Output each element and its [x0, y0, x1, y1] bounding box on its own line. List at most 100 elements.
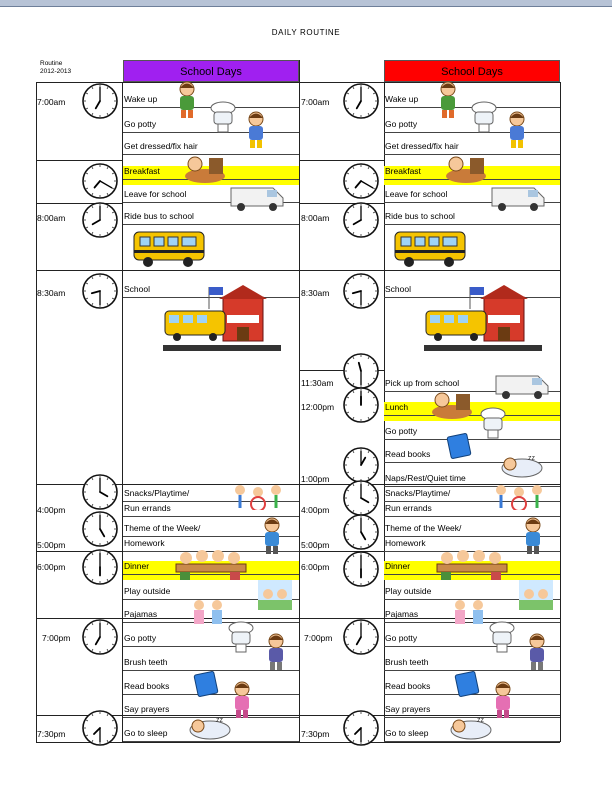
- clock-icon: [82, 619, 118, 660]
- clock-tick: [106, 192, 109, 196]
- pajamas-image: [190, 598, 226, 626]
- table-vertical-line: [299, 60, 300, 742]
- activity-underline: [384, 574, 560, 575]
- clock-tick: [346, 456, 350, 459]
- routine-label: Routine 2012-2013: [40, 60, 71, 76]
- clock-tick: [106, 477, 109, 481]
- activity-label: School: [124, 284, 150, 294]
- activity-label: Dinner: [385, 561, 411, 571]
- left-column-header: School Days: [123, 60, 299, 82]
- activity-label: Get dressed/fix hair: [124, 141, 198, 151]
- clock-tick: [352, 112, 355, 116]
- clock-tick: [106, 648, 109, 652]
- activity-label: Go potty: [124, 119, 157, 129]
- clock-tick: [346, 377, 350, 380]
- clock-tick: [106, 166, 109, 170]
- table-horizontal-line: [36, 715, 560, 716]
- time-label: 8:30am: [301, 288, 330, 298]
- clock-hour-hand: [99, 528, 106, 538]
- toilet-image: [478, 404, 508, 440]
- clock-tick: [352, 483, 355, 487]
- right-column-header: School Days: [384, 60, 560, 82]
- clock-tick: [352, 713, 355, 717]
- school-building-image: [163, 285, 283, 353]
- van-image: [494, 366, 550, 400]
- clock-icon: [343, 619, 379, 660]
- clock-hour-hand: [355, 636, 362, 646]
- clock-tick: [85, 558, 89, 561]
- clock-tick: [85, 734, 89, 737]
- clock-icon: [343, 273, 379, 314]
- clock-tick: [85, 498, 89, 501]
- clock-hour-hand: [352, 219, 362, 226]
- clock-tick: [352, 192, 355, 196]
- clock-tick: [346, 471, 350, 474]
- activity-underline: [384, 741, 560, 742]
- activity-underline: [384, 599, 560, 600]
- activity-label: Ride bus to school: [124, 211, 194, 221]
- table-horizontal-line: [36, 742, 560, 743]
- table-vertical-line: [36, 82, 37, 742]
- time-label: 1:00pm: [301, 474, 330, 484]
- clock-tick: [346, 396, 350, 399]
- time-label: 7:30pm: [301, 729, 330, 739]
- activity-underline: [123, 646, 299, 647]
- activity-underline: [384, 622, 560, 623]
- child-praying-image: [230, 680, 256, 720]
- nap-time-image: zz: [500, 452, 544, 478]
- clock-tick: [352, 416, 355, 420]
- book-image: [454, 670, 482, 698]
- activity-underline: [123, 622, 299, 623]
- clock-icon: [343, 447, 379, 488]
- activity-label: Leave for school: [124, 189, 187, 199]
- clock-tick: [111, 226, 115, 229]
- clock-tick: [367, 302, 370, 306]
- time-label: 12:00pm: [301, 402, 335, 412]
- clock-tick: [85, 107, 89, 110]
- clock-tick: [367, 390, 370, 394]
- activity-label: Run errands: [124, 503, 171, 513]
- activity-underline: [384, 646, 560, 647]
- clock-tick: [106, 86, 109, 90]
- child-brushing-teeth-image: [525, 632, 551, 672]
- clock-tick: [352, 509, 355, 513]
- activity-label: Go potty: [124, 633, 157, 643]
- clock-tick: [346, 226, 350, 229]
- clock-tick: [346, 523, 350, 526]
- child-dressing-image: [244, 110, 270, 150]
- time-label: 8:00am: [37, 213, 66, 223]
- clock-tick: [367, 509, 370, 513]
- clock-tick: [85, 643, 89, 646]
- clock-tick: [352, 390, 355, 394]
- clock-hour-hand: [354, 180, 362, 189]
- clock-tick: [367, 622, 370, 626]
- clock-tick: [367, 648, 370, 652]
- child-praying-image: [491, 680, 517, 720]
- activity-underline: [123, 516, 299, 517]
- clock-tick: [111, 172, 115, 175]
- clock-hour-hand: [360, 456, 367, 466]
- clock-tick: [111, 643, 115, 646]
- clock-tick: [85, 226, 89, 229]
- child-brushing-teeth-image: [264, 632, 290, 672]
- clock-tick: [85, 297, 89, 300]
- van-image: [229, 178, 285, 212]
- clock-tick: [372, 377, 376, 380]
- clock-tick: [367, 450, 370, 454]
- clock-hour-hand: [93, 180, 101, 189]
- clock-tick: [352, 476, 355, 480]
- toilet-image: [469, 98, 499, 134]
- clock-tick: [106, 205, 109, 209]
- table-vertical-line: [560, 82, 561, 742]
- table-horizontal-line: [299, 551, 384, 552]
- clock-tick: [352, 648, 355, 652]
- activity-underline: [123, 741, 299, 742]
- time-label: 8:30am: [37, 288, 66, 298]
- time-label: 5:00pm: [301, 540, 330, 550]
- table-horizontal-line: [299, 203, 384, 204]
- activity-underline: [123, 501, 299, 502]
- clock-icon: [343, 710, 379, 751]
- activity-label: Go potty: [385, 426, 418, 436]
- clock-tick: [367, 554, 370, 558]
- activity-label: Theme of the Week/: [385, 523, 462, 533]
